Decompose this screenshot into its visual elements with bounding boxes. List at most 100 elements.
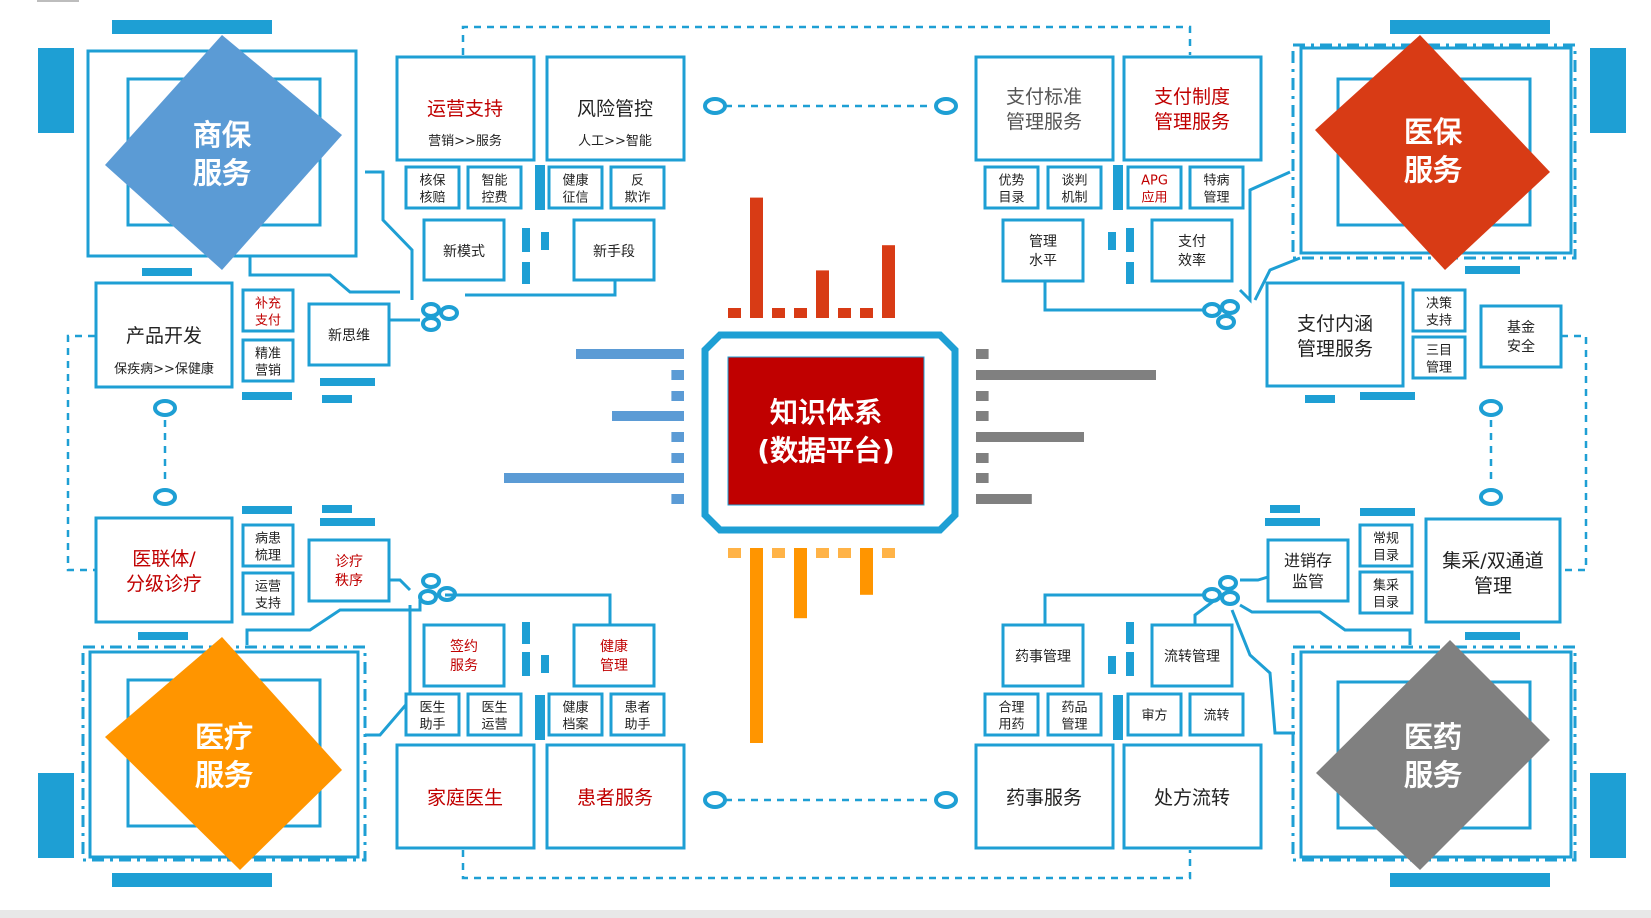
corner-decoration: [37, 0, 79, 2]
card-label: 目录: [998, 191, 1024, 206]
card-label: 支付: [255, 314, 281, 329]
wire: [465, 275, 617, 297]
small-card[interactable]: 流转: [1188, 692, 1245, 737]
core-right-bar: [976, 349, 989, 359]
card-fund-safety[interactable]: 基金 安全: [1479, 304, 1563, 369]
card-risk-control[interactable]: 风险管控 人工>>智能: [545, 55, 686, 162]
bottom-dashed-link: [461, 850, 1192, 880]
card-health-management[interactable]: 健康 管理: [572, 623, 656, 688]
card-label: 管理: [1203, 191, 1229, 206]
card-title: 产品开发: [126, 325, 202, 347]
card-family-doctor[interactable]: 家庭医生: [395, 743, 536, 850]
card-operations[interactable]: 运营支持 营销>>服务: [395, 55, 536, 162]
core-right-bar: [976, 411, 989, 421]
shangbao-diamond: [105, 35, 342, 270]
card-care-order[interactable]: 诊疗 秩序: [307, 538, 391, 603]
core-bottom-bar: [882, 548, 895, 558]
card-pharmacy-management[interactable]: 药事管理: [1001, 623, 1085, 688]
top-dashed-link: [461, 25, 1192, 55]
card-patient-service[interactable]: 患者服务: [545, 743, 686, 850]
card-title: 支付制度: [1154, 86, 1230, 108]
card-title: 管理服务: [1006, 111, 1082, 133]
core-top-bar: [838, 308, 851, 318]
core-bottom-bar: [772, 548, 785, 558]
card-payment-efficiency[interactable]: 支付 效率: [1150, 218, 1234, 283]
small-card[interactable]: 审方: [1126, 692, 1183, 737]
card-medical-alliance[interactable]: 医联体/ 分级诊疗: [94, 516, 234, 624]
card-signing-service[interactable]: 签约 服务: [422, 623, 506, 688]
card-circulation-management[interactable]: 流转管理: [1150, 623, 1234, 688]
small-card[interactable]: 运营支持: [241, 571, 295, 616]
wire: [1193, 598, 1216, 625]
card-procurement[interactable]: 集采/双通道 管理: [1424, 517, 1562, 624]
card-payment-standard[interactable]: 支付标准 管理服务: [974, 55, 1115, 162]
ring-icon: [703, 791, 727, 809]
card-new-mode[interactable]: 新模式: [422, 218, 506, 282]
card-label: 档案: [562, 718, 588, 733]
wire: [248, 256, 400, 294]
card-prescription-circulation[interactable]: 处方流转: [1122, 743, 1263, 850]
core-block: [727, 356, 925, 506]
card-title: 处方流转: [1154, 787, 1230, 809]
card-title: 分级诊疗: [126, 573, 202, 595]
yiyao-diamond: [1316, 640, 1550, 870]
shangbao-subtitle: 服务: [193, 156, 251, 190]
wire: [1238, 170, 1291, 304]
core-top-bar: [860, 308, 873, 318]
core-right-bar: [976, 473, 989, 483]
wire: [365, 605, 412, 737]
card-label: 基金: [1507, 319, 1535, 336]
card-label: 监管: [1292, 572, 1324, 591]
core-title: 知识体系: [770, 396, 882, 429]
card-payment-content[interactable]: 支付内涵 管理服务: [1265, 281, 1405, 388]
card-label: 签约: [450, 638, 478, 655]
card-new-thinking[interactable]: 新思维: [307, 302, 391, 367]
card-management-level[interactable]: 管理 水平: [1001, 218, 1085, 283]
core-bar-group: [504, 197, 1156, 743]
card-title: 运营支持: [427, 98, 503, 120]
card-new-means[interactable]: 新手段: [572, 218, 656, 282]
card-label: 核赔: [419, 191, 445, 206]
card-label: 诊疗: [335, 554, 363, 570]
wire: [1239, 603, 1412, 645]
card-label: 智能: [481, 174, 507, 189]
yiyao-subtitle: 服务: [1404, 758, 1462, 792]
core-top-bar: [816, 270, 829, 318]
card-product-dev[interactable]: 产品开发 保疾病>>保健康: [94, 281, 234, 389]
card-inventory-supervision[interactable]: 进销存 监管: [1266, 538, 1350, 603]
ring-icon: [153, 399, 177, 417]
card-label: 流转管理: [1164, 649, 1220, 665]
core-left-bar: [504, 473, 684, 483]
wire: [1253, 256, 1301, 301]
card-title: 药事服务: [1006, 787, 1082, 809]
core-top-bar: [728, 308, 741, 318]
core-bottom-bar: [860, 548, 873, 595]
small-card[interactable]: 反欺诈: [609, 165, 666, 210]
dashed-connectors: [66, 25, 1588, 880]
card-payment-system[interactable]: 支付制度 管理服务: [1122, 55, 1263, 162]
core-chip: 知识体系 (数据平台): [504, 197, 1156, 743]
card-title: 管理: [1474, 575, 1512, 597]
card-pharmacy-service[interactable]: 药事服务: [974, 743, 1115, 850]
